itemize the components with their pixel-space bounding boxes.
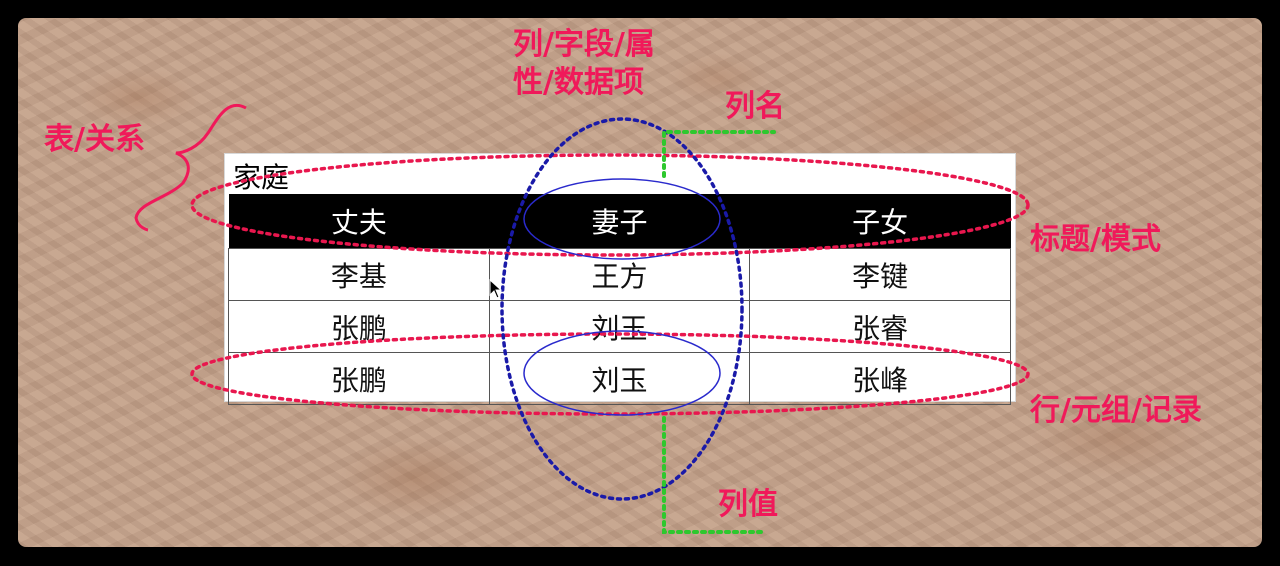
label-row-tuple: 行/元组/记录 bbox=[1030, 393, 1202, 428]
label-attribute-line2: 性/数据项 bbox=[513, 65, 644, 100]
column-name-ellipse bbox=[523, 178, 721, 260]
label-column-value: 列值 bbox=[718, 487, 778, 522]
annotation-overlay bbox=[134, 104, 1030, 534]
table-cell: 张鹏 bbox=[228, 300, 490, 353]
table-cell: 张睿 bbox=[749, 300, 1011, 353]
table-cell: 刘玉 bbox=[488, 300, 751, 353]
column-value-ellipse bbox=[523, 330, 721, 416]
brace-icon bbox=[134, 104, 247, 232]
attribute-column-ellipse bbox=[500, 117, 744, 501]
label-attribute-line1: 列/字段/属 bbox=[513, 27, 655, 62]
table-cell: 刘玉 bbox=[488, 352, 751, 405]
header-husband: 丈夫 bbox=[228, 194, 490, 249]
label-column-name: 列名 bbox=[725, 89, 785, 124]
mouse-pointer-icon bbox=[489, 279, 503, 299]
column-value-connector bbox=[662, 416, 768, 534]
row-tuple-ellipse bbox=[190, 332, 1030, 416]
header-schema-ellipse bbox=[190, 153, 1030, 257]
column-name-connector bbox=[662, 130, 776, 178]
header-children: 子女 bbox=[749, 194, 1011, 249]
label-table-relation: 表/关系 bbox=[44, 122, 145, 157]
slide-canvas: 家庭 丈夫 妻子 子女 李基 王方 李键 张鹏 刘玉 张睿 bbox=[18, 18, 1262, 547]
label-header-schema: 标题/模式 bbox=[1030, 222, 1161, 257]
table-row: 张鹏 刘玉 张睿 bbox=[228, 300, 1011, 353]
